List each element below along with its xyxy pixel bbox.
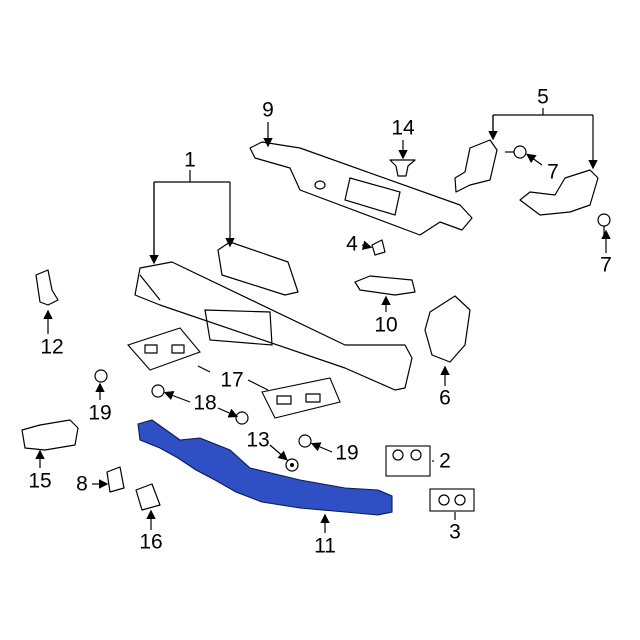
part-7-bolts[interactable] xyxy=(505,145,611,236)
part-4-clip[interactable] xyxy=(371,239,386,256)
callout-18: 18 xyxy=(193,391,217,415)
callout-15: 15 xyxy=(28,469,52,493)
callout-5: 5 xyxy=(537,85,549,109)
part-10-step-pad[interactable] xyxy=(354,275,416,296)
callout-7: 7 xyxy=(547,160,559,184)
part-15-hitch-pin[interactable] xyxy=(21,419,79,451)
callout-14: 14 xyxy=(391,116,415,140)
part-5-brackets[interactable] xyxy=(454,139,599,216)
part-17-sensors[interactable] xyxy=(127,327,341,419)
callout-19: 19 xyxy=(88,401,112,425)
callout-1: 1 xyxy=(184,148,196,172)
part-12-bracket[interactable] xyxy=(35,269,59,306)
part-14-push-clip[interactable] xyxy=(389,159,416,177)
callout-8: 8 xyxy=(76,472,88,496)
callout-13: 13 xyxy=(246,428,270,452)
part-3-nuts[interactable] xyxy=(429,488,475,512)
part-16-bracket[interactable] xyxy=(135,483,161,511)
part-1-bumper-face-bar[interactable] xyxy=(134,241,413,391)
part-11-reinforcement-highlighted[interactable] xyxy=(137,419,393,516)
part-8-bracket[interactable] xyxy=(106,466,125,493)
callout-17: 17 xyxy=(220,368,244,392)
callout-7: 7 xyxy=(600,253,612,277)
part-2-bolts[interactable] xyxy=(385,445,431,477)
callout-11: 11 xyxy=(314,534,336,558)
callout-12: 12 xyxy=(40,335,64,359)
callout-9: 9 xyxy=(262,98,274,122)
part-9-energy-absorber[interactable] xyxy=(249,141,473,236)
callout-6: 6 xyxy=(439,386,451,410)
callout-3: 3 xyxy=(449,520,461,544)
callout-10: 10 xyxy=(374,313,398,337)
callout-2: 2 xyxy=(439,449,451,473)
part-6-bracket[interactable] xyxy=(424,295,471,363)
callout-4: 4 xyxy=(346,232,358,256)
callout-19: 19 xyxy=(335,441,359,465)
callout-16: 16 xyxy=(139,530,163,554)
part-18-19-13-fasteners[interactable] xyxy=(94,369,312,472)
leader-lines xyxy=(35,108,611,533)
